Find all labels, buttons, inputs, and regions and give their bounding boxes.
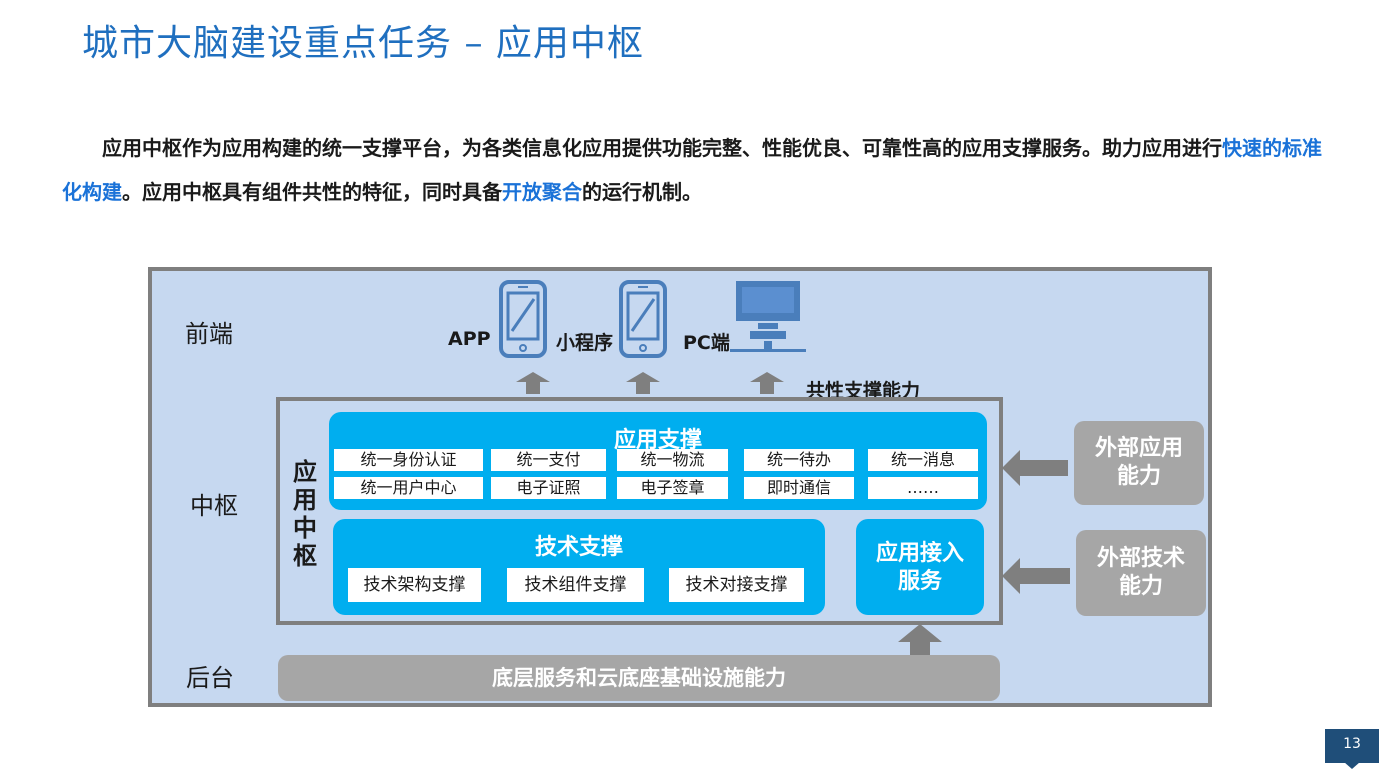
external-tech-box: 外部技术能力 xyxy=(1076,530,1206,616)
external-tech-line1: 外部技术 xyxy=(1096,546,1185,571)
external-tech-line2: 能力 xyxy=(1118,574,1163,599)
hub-frame xyxy=(276,397,1003,625)
device-label-miniprogram: 小程序 xyxy=(556,332,614,354)
app-support-item: 统一用户中心 xyxy=(334,477,483,499)
arrow-up-icon xyxy=(626,372,660,394)
tech-support-title: 技术支撑 xyxy=(534,535,623,560)
tech-support-item: 技术架构支撑 xyxy=(348,568,481,602)
app-support-item: 即时通信 xyxy=(744,477,854,499)
external-app-line2: 能力 xyxy=(1116,464,1161,489)
app-access-title: 应用接入服务 xyxy=(856,540,984,596)
tech-support-item: 技术对接支撑 xyxy=(669,568,804,602)
arrow-up-icon xyxy=(516,372,550,394)
page-number-badge: 13 xyxy=(1325,729,1379,763)
app-support-item: 统一待办 xyxy=(744,449,854,471)
arrow-up-icon xyxy=(898,624,942,664)
app-support-item: 统一支付 xyxy=(491,449,606,471)
tech-support-item: 技术组件支撑 xyxy=(507,568,644,602)
device-label-pc: PC端 xyxy=(683,332,730,354)
arrow-left-icon xyxy=(1002,450,1068,486)
intro-text-2: 。应用中枢具有组件共性的特征，同时具备 xyxy=(122,180,502,204)
architecture-panel xyxy=(148,267,1212,707)
app-support-title: 应用支撑 xyxy=(613,428,702,453)
layer-label-back: 后台 xyxy=(186,664,234,692)
app-support-item: 统一身份认证 xyxy=(334,449,483,471)
arrow-up-icon xyxy=(750,372,784,394)
app-support-item: 电子证照 xyxy=(491,477,606,499)
layer-label-hub: 中枢 xyxy=(190,492,238,520)
device-label-app: APP xyxy=(448,328,491,350)
page-title: 城市大脑建设重点任务 – 应用中枢 xyxy=(82,23,644,64)
intro-text-3: 的运行机制。 xyxy=(582,180,702,204)
arrow-left-icon xyxy=(1002,558,1070,594)
phone-icon xyxy=(499,280,547,358)
badge-pointer-icon xyxy=(1344,762,1360,769)
phone-icon xyxy=(619,280,667,358)
app-support-item: 统一物流 xyxy=(617,449,728,471)
hub-vertical-label: 应用中枢 xyxy=(293,458,317,570)
monitor-icon xyxy=(730,281,806,352)
app-access-line1: 应用接入 xyxy=(875,541,964,566)
infrastructure-bar: 底层服务和云底座基础设施能力 xyxy=(278,655,1000,701)
app-access-box xyxy=(856,519,984,615)
intro-highlight-standardized: 快速的标准化构建 xyxy=(62,136,1322,204)
intro-highlight-open: 开放聚合 xyxy=(502,180,582,204)
app-access-line2: 服务 xyxy=(897,569,942,594)
common-support-label: 共性支撑能力 xyxy=(806,380,921,402)
app-support-item: …… xyxy=(868,477,978,499)
app-support-item: 统一消息 xyxy=(868,449,978,471)
layer-label-front: 前端 xyxy=(185,320,233,348)
intro-paragraph: 应用中枢作为应用构建的统一支撑平台，为各类信息化应用提供功能完整、性能优良、可靠… xyxy=(62,126,1322,214)
external-app-box: 外部应用能力 xyxy=(1074,421,1204,505)
intro-text-1: 应用中枢作为应用构建的统一支撑平台，为各类信息化应用提供功能完整、性能优良、可靠… xyxy=(102,136,1222,160)
app-support-item: 电子签章 xyxy=(617,477,728,499)
external-app-line1: 外部应用 xyxy=(1094,436,1183,461)
